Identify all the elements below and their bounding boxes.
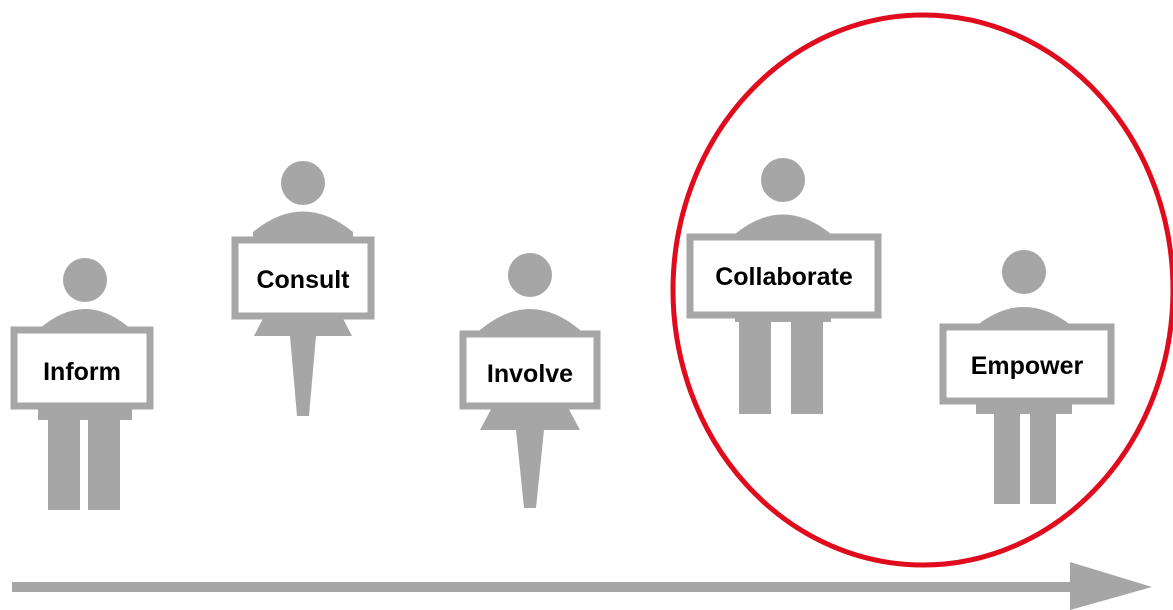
sign-label-empower: Empower (971, 352, 1084, 380)
sign-label-consult: Consult (256, 266, 350, 294)
sign-inform (10, 326, 154, 410)
figure-involve: Involve (459, 253, 601, 508)
figure-consult: Consult (231, 161, 375, 416)
sign-label-collaborate: Collaborate (715, 263, 853, 291)
sign-involve (459, 330, 601, 410)
progression-arrow (12, 562, 1152, 610)
sign-collaborate (686, 233, 882, 319)
sign-label-involve: Involve (487, 360, 573, 388)
sign-consult (231, 236, 375, 320)
figure-collaborate: Collaborate (686, 158, 882, 414)
sign-label-inform: Inform (43, 358, 121, 386)
sign-empower (939, 323, 1115, 405)
figure-inform: Inform (10, 258, 154, 510)
highlight-circle (670, 12, 1173, 568)
figure-empower: Empower (939, 250, 1115, 504)
